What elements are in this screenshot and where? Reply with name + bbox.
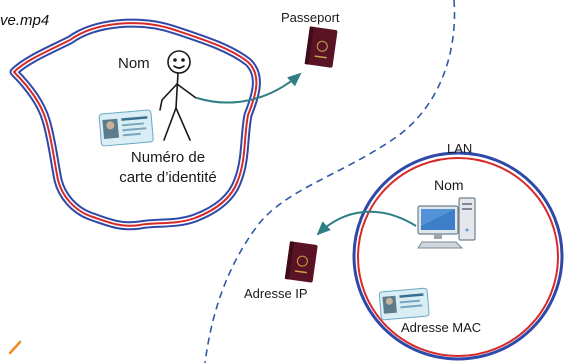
desktop-computer-icon [417,197,476,249]
passport-icon [304,26,338,68]
mac-id-card-icon [378,287,430,321]
computer-name-label: Nom [434,177,464,193]
person-name-label: Nom [118,55,150,72]
id-number-label: Numéro de carte d’identité [108,148,228,188]
orange-corner-mark [8,340,22,355]
id-card-icon [98,109,154,147]
ip-address-label: Adresse IP [244,286,308,301]
id-number-line2: carte d’identité [119,169,217,186]
lan-circle [352,151,564,361]
ip-passport-icon [284,241,318,283]
stick-figure-icon [159,50,197,141]
arrow-to-ip-passport [316,210,417,236]
mac-address-label: Adresse MAC [401,320,482,335]
passport-label: Passeport [281,10,340,25]
id-number-line1: Numéro de [130,149,206,166]
video-file-label: ve.mp4 [0,12,50,29]
lan-title: LAN [447,141,473,156]
arrow-to-passport [196,72,302,104]
france-map-outline [9,18,261,231]
